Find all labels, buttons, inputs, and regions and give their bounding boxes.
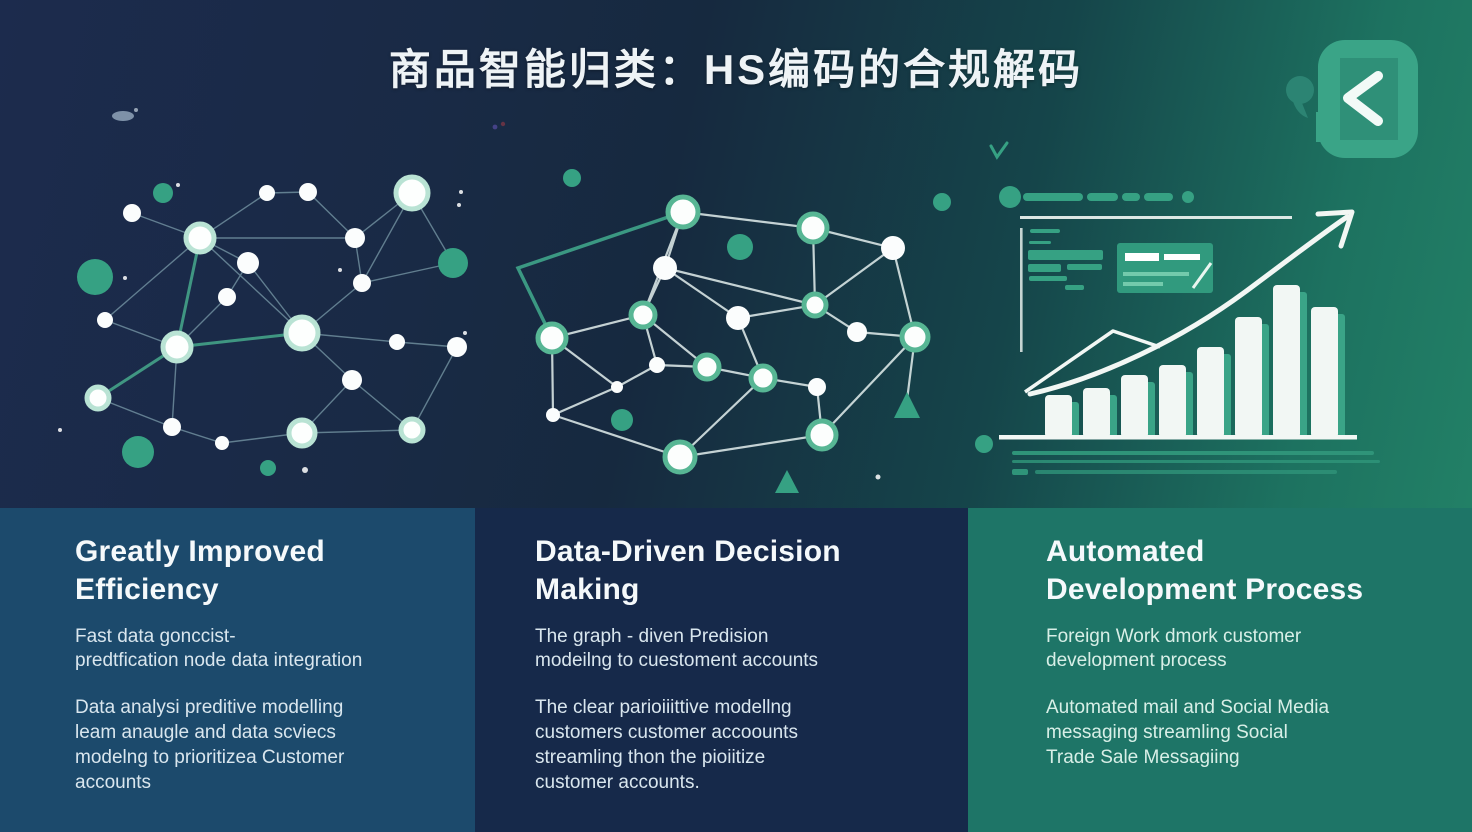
dashboard-card (1117, 243, 1213, 293)
hero-section: 商品智能归类：HS编码的合规解码 (0, 0, 1472, 508)
panel-paragraph: Data analysi preditive modelling leam an… (75, 697, 345, 793)
hero-illustration (58, 108, 1380, 493)
panel-paragraph: The clear parioiiittive modellng custome… (535, 697, 798, 793)
panel-paragraph: Foreign Work dmork customer development … (1046, 625, 1302, 672)
speech-comma-icon (1286, 76, 1314, 118)
bar-chart-bars (1045, 285, 1345, 438)
panel-decision-making: Data-Driven Decision Making The graph - … (475, 508, 968, 832)
chevron-left-document-icon (1316, 40, 1418, 158)
panel-paragraph: The graph - diven Predision modeilng to … (535, 625, 819, 672)
frame-top-line (1020, 216, 1292, 219)
chart-baseline (999, 435, 1357, 440)
comet-speck (112, 108, 506, 130)
panel-efficiency: Greatly Improved Efficiency Fast data go… (0, 508, 475, 832)
panel-paragraph: Fast data gonccist- predtfication node d… (75, 625, 363, 672)
dashboard-text-lines (1028, 229, 1103, 290)
left-network-graph (58, 174, 468, 476)
footer-dot (975, 435, 993, 453)
dashed-header-row (999, 186, 1194, 208)
trend-arrow (1027, 209, 1355, 397)
feature-panels: Greatly Improved Efficiency Fast data go… (0, 508, 1472, 832)
slide-title: 商品智能归类：HS编码的合规解码 (388, 46, 1084, 93)
panel-heading: Greatly Improved Efficiency (75, 535, 325, 606)
zigzag-line (1024, 329, 1161, 394)
frame-left-line (1020, 228, 1023, 352)
panel-automation: Automated Development Process Foreign Wo… (968, 508, 1472, 832)
growth-chart-illustration (975, 141, 1380, 475)
footer-lines (1012, 451, 1380, 475)
panel-paragraph: Automated mail and Social Media messagin… (1046, 697, 1330, 769)
middle-network-graph (515, 169, 951, 493)
panel-heading: Automated Development Process (1046, 535, 1364, 606)
check-icon (989, 141, 1009, 160)
brand-logo (1278, 28, 1438, 170)
panel-heading: Data-Driven Decision Making (535, 535, 841, 606)
